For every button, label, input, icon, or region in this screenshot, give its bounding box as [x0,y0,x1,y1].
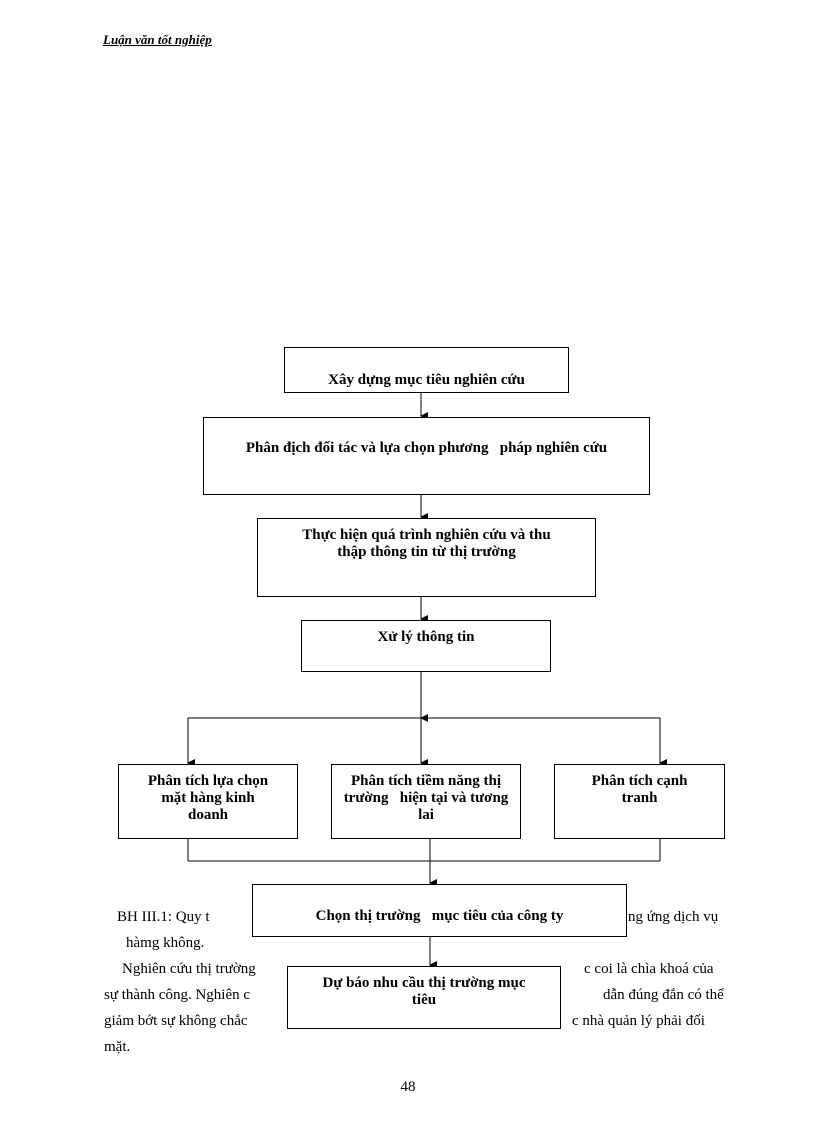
flow-box-label: Chọn thị trường mục tiêu của công ty [315,908,564,924]
flow-box-market-potential: Phân tích tiềm năng thị trường hiện tại … [331,764,521,839]
flow-box-label: Phân tích cạnh tranh [591,773,692,806]
flow-box-collect-information: Thực hiện quá trình nghiên cứu và thu th… [257,518,596,597]
paragraph-line2-right: dẫn đúng đắn có thể [603,987,724,1003]
paragraph-line2-left: sự thành công. Nghiên c [104,987,251,1003]
caption-text-left: BH III.1: Quy t [117,909,210,925]
caption-text-right: ng ứng dịch vụ [628,909,719,925]
flow-box-label: Phân tích tiềm năng thị trường hiện tại … [343,773,520,823]
flow-box-label: Phân địch đối tác và lựa chọn phương phá… [245,440,608,456]
flow-box-product-analysis: Phân tích lựa chọn mặt hàng kinh doanh [118,764,298,839]
flow-box-label: Phân tích lựa chọn mặt hàng kinh doanh [147,773,272,823]
page-number: 48 [400,1079,416,1095]
paragraph-line4: mặt. [104,1039,131,1055]
caption-text-line2: hàmg không. [126,935,205,951]
flow-box-label: Thực hiện quá trình nghiên cứu và thu th… [302,527,555,560]
flow-box-choose-target-market: Chọn thị trường mục tiêu của công ty [252,884,627,937]
flow-box-competition-analysis: Phân tích cạnh tranh [554,764,725,839]
flow-box-select-method: Phân địch đối tác và lựa chọn phương phá… [203,417,650,495]
flow-box-label: Dự báo nhu cầu thị trường mục tiêu [322,975,530,1008]
running-header: Luận văn tốt nghiệp [103,32,212,47]
flow-box-define-objectives: Xây dựng mục tiêu nghiên cứu [284,347,569,393]
flow-box-label: Xử lý thông tin [377,629,475,645]
paragraph-line3-left: giảm bớt sự không chắc [104,1013,248,1029]
paragraph-line3-right: c nhà quản lý phải đối [572,1013,705,1029]
paragraph-line1-right: c coi là chìa khoá của [584,961,714,977]
flow-box-process-information: Xử lý thông tin [301,620,551,672]
flow-box-label: Xây dựng mục tiêu nghiên cứu [328,372,525,388]
paragraph-line1-left: Nghiên cứu thị trường [122,961,256,977]
flow-box-demand-forecast: Dự báo nhu cầu thị trường mục tiêu [287,966,561,1029]
